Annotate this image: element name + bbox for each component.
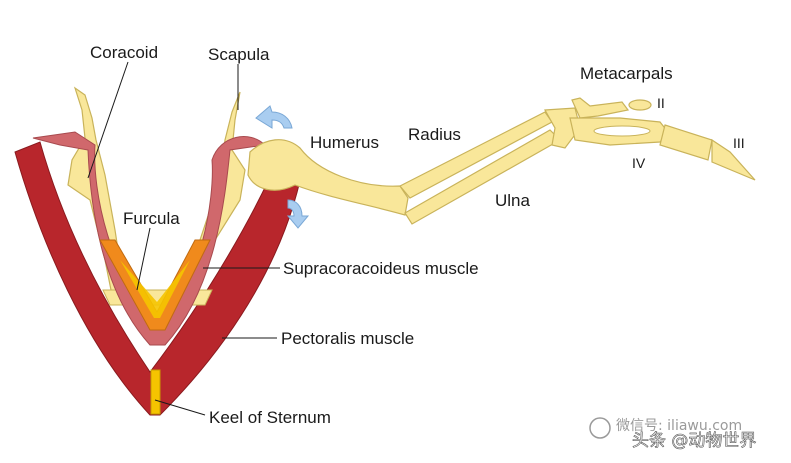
digit-ii-bone [628, 99, 652, 111]
label-pectoralis-muscle: Pectoralis muscle [281, 329, 414, 348]
label-ulna: Ulna [495, 191, 531, 210]
label-digit-ii: II [657, 95, 665, 111]
leader-lines [87, 61, 280, 416]
metacarpal-ii [571, 97, 630, 119]
label-supracoracoideus-muscle: Supracoracoideus muscle [283, 259, 479, 278]
curved-arrow-down-icon [286, 199, 310, 229]
label-digit-iii: III [733, 135, 745, 151]
label-radius: Radius [408, 125, 461, 144]
label-coracoid: Coracoid [90, 43, 158, 62]
keel-of-sternum [150, 369, 161, 415]
label-furcula: Furcula [123, 209, 180, 228]
watermark-line-2: 头条 @动物世界 [632, 431, 756, 451]
digit-iii-bone-1 [659, 124, 713, 161]
watermark-line-1: 微信号: iliawu.com [616, 418, 742, 434]
furcula-inner [120, 260, 190, 318]
label-keel-of-sternum: Keel of Sternum [209, 408, 331, 427]
label-metacarpals: Metacarpals [580, 64, 673, 83]
label-digit-iv: IV [632, 155, 646, 171]
label-humerus: Humerus [310, 133, 379, 152]
wechat-logo-icon [589, 417, 611, 439]
label-scapula: Scapula [208, 45, 270, 64]
curved-arrow-up-icon [255, 105, 293, 129]
furcula [99, 239, 211, 331]
humerus-bone [247, 139, 409, 216]
watermark: 微信号: iliawu.com 头条 @动物世界 [589, 417, 757, 451]
digit-iii-bone-2 [711, 138, 756, 181]
metacarpal-opening [593, 125, 651, 137]
